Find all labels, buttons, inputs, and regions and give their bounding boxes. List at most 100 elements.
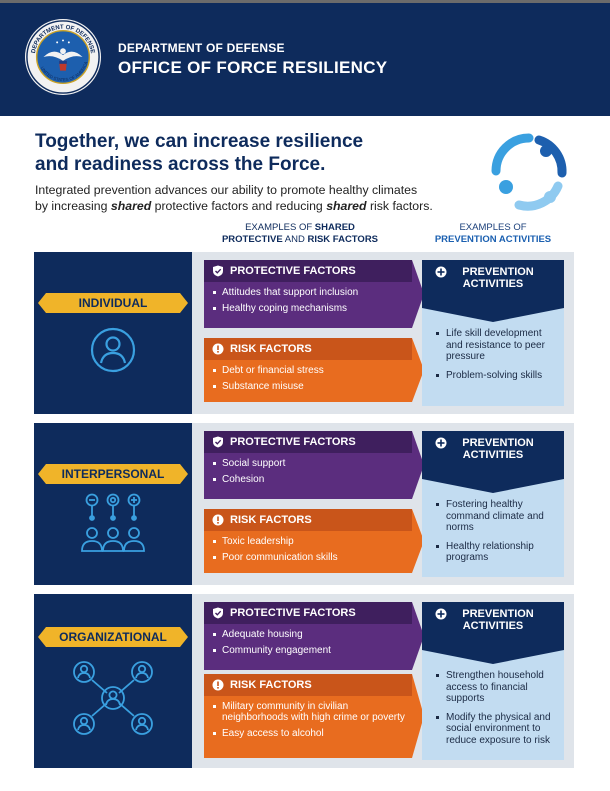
header-subtitle: DEPARTMENT OF DEFENSE [118,41,285,55]
header-banner: DEPARTMENT OF DEFENSE UNITED STATES OF A… [0,0,610,116]
risk-factors-list: Debt or financial stress Substance misus… [204,360,412,403]
risk-factors-header: RISK FACTORS [204,674,412,696]
risk-factors-box: RISK FACTORS Toxic leadership Poor commu… [204,509,424,574]
intro-emphasis-shared-1: shared [110,199,152,213]
prevention-activities-header: PREVENTION ACTIVITIES [422,431,564,493]
prevention-label-line-1: PREVENTION [462,437,534,449]
protective-factors-label: PROTECTIVE FACTORS [230,265,356,277]
intro-paragraph: Integrated prevention advances our abili… [35,182,475,214]
risk-factors-list: Toxic leadership Poor communication skil… [204,531,412,574]
risk-arrow-tip [412,509,424,573]
plus-circle-icon [435,608,447,620]
exclamation-circle-icon [212,343,224,355]
list-item: Debt or financial stress [213,365,406,376]
protective-factors-list: Adequate housing Community engagement [204,624,412,667]
protective-arrow-tip [412,260,424,328]
risk-factors-box: RISK FACTORS Military community in civil… [204,674,424,758]
risk-factors-label: RISK FACTORS [230,679,312,691]
protective-factors-box: PROTECTIVE FACTORS Attitudes that suppor… [204,260,424,328]
protective-arrow-tip [412,431,424,499]
headline: Together, we can increase resilience and… [35,130,435,176]
protective-arrow-tip [412,602,424,670]
column-header-factors-shared: SHARED [314,222,355,233]
list-item: Problem-solving skills [436,370,558,382]
intro-line-1: Integrated prevention advances our abili… [35,182,475,198]
prevention-label-line-1: PREVENTION [462,266,534,278]
level-panel-left: INTERPERSONAL [34,423,192,585]
list-item: Life skill development and resistance to… [436,328,558,363]
risk-factors-box: RISK FACTORS Debt or financial stress Su… [204,338,424,403]
protective-factors-label: PROTECTIVE FACTORS [230,607,356,619]
person-circle-icon [90,327,136,373]
column-header-factors-line-2: PROTECTIVE AND RISK FACTORS [205,234,395,246]
protective-factors-header: PROTECTIVE FACTORS [204,260,412,282]
prevention-activities-list: Strengthen household access to financial… [422,650,564,759]
prevention-label-line-2: ACTIVITIES [462,278,524,290]
headline-line-2: and readiness across the Force. [35,154,326,175]
risk-factors-label: RISK FACTORS [230,343,312,355]
exclamation-circle-icon [212,679,224,691]
column-header-prevention-pre: EXAMPLES OF [459,222,527,233]
prevention-activities-box: PREVENTION ACTIVITIES Fostering healthy … [422,431,564,577]
list-item: Community engagement [213,645,406,656]
list-item: Social support [213,458,406,469]
shield-check-icon [213,436,223,448]
prevention-activities-header: PREVENTION ACTIVITIES [422,260,564,322]
intro-text-2: by increasing [35,199,111,213]
prevention-label-line-1: PREVENTION [462,608,534,620]
headline-line-1: Together, we can increase resilience [35,131,364,152]
network-people-icon [73,661,153,735]
prevention-label-line-2: ACTIVITIES [462,449,524,461]
list-item: Healthy relationship programs [436,541,558,564]
risk-arrow-tip [412,674,424,758]
column-header-prevention-bold: PREVENTION ACTIVITIES [434,234,552,245]
prevention-label-line-2: ACTIVITIES [462,620,524,632]
prevention-activities-list: Life skill development and resistance to… [422,308,564,394]
list-item: Military community in civilian neighborh… [213,701,405,723]
intro-line-2: by increasing shared protective factors … [35,198,475,214]
plus-circle-icon [435,266,447,278]
level-panel-individual: INDIVIDUAL PROTECTIVE FACTORS Attitudes … [34,252,574,414]
column-header-factors-risk: RISK FACTORS [307,234,379,245]
prevention-activities-list: Fostering healthy command climate and no… [422,479,564,577]
prevention-activities-box: PREVENTION ACTIVITIES Life skill develop… [422,260,564,406]
column-header-factors-pre: EXAMPLES OF [245,222,315,233]
list-item: Healthy coping mechanisms [213,303,406,314]
level-panel-interpersonal: INTERPERSONAL PROTECTIVE FACTORS Social … [34,423,574,585]
level-banner: ORGANIZATIONAL [38,627,188,647]
shield-check-icon [213,607,223,619]
plus-circle-icon [435,437,447,449]
intro-text-1: Integrated prevention advances our abili… [35,183,418,197]
intro-emphasis-shared-2: shared [326,199,367,213]
risk-factors-header: RISK FACTORS [204,338,412,360]
list-item: Cohesion [213,474,406,485]
risk-factors-label: RISK FACTORS [230,514,312,526]
prevention-activities-header: PREVENTION ACTIVITIES [422,602,564,664]
column-header-factors: EXAMPLES OF SHARED PROTECTIVE AND RISK F… [205,222,395,246]
people-circle-logo-icon [491,133,567,211]
protective-factors-box: PROTECTIVE FACTORS Social support Cohesi… [204,431,424,499]
list-item: Easy access to alcohol [213,728,406,739]
level-banner: INTERPERSONAL [38,464,188,484]
intro-text-3: protective factors and reducing [151,199,327,213]
prevention-activities-box: PREVENTION ACTIVITIES Strengthen househo… [422,602,564,760]
shield-check-icon [213,265,223,277]
protective-factors-header: PROTECTIVE FACTORS [204,602,412,624]
list-item: Fostering healthy command climate and no… [436,499,558,534]
list-item: Poor communication skills [213,552,406,563]
exclamation-circle-icon [212,514,224,526]
dod-seal-icon: DEPARTMENT OF DEFENSE UNITED STATES OF A… [24,18,102,96]
list-item: Substance misuse [213,381,406,392]
level-panel-left: INDIVIDUAL [34,252,192,414]
intro-text-4: risk factors. [366,199,433,213]
risk-factors-list: Military community in civilian neighborh… [204,696,412,750]
list-item: Strengthen household access to financial… [436,670,558,705]
level-panel-left: ORGANIZATIONAL [34,594,192,768]
list-item: Adequate housing [213,629,406,640]
level-panel-organizational: ORGANIZATIONAL PROTECTIVE FACTORS Adequa… [34,594,574,768]
level-banner: INDIVIDUAL [38,293,188,313]
header-title: OFFICE OF FORCE RESILIENCY [118,58,388,77]
column-header-factors-and: AND [282,234,308,245]
list-item: Modify the physical and social environme… [436,712,558,747]
list-item: Attitudes that support inclusion [213,287,406,298]
